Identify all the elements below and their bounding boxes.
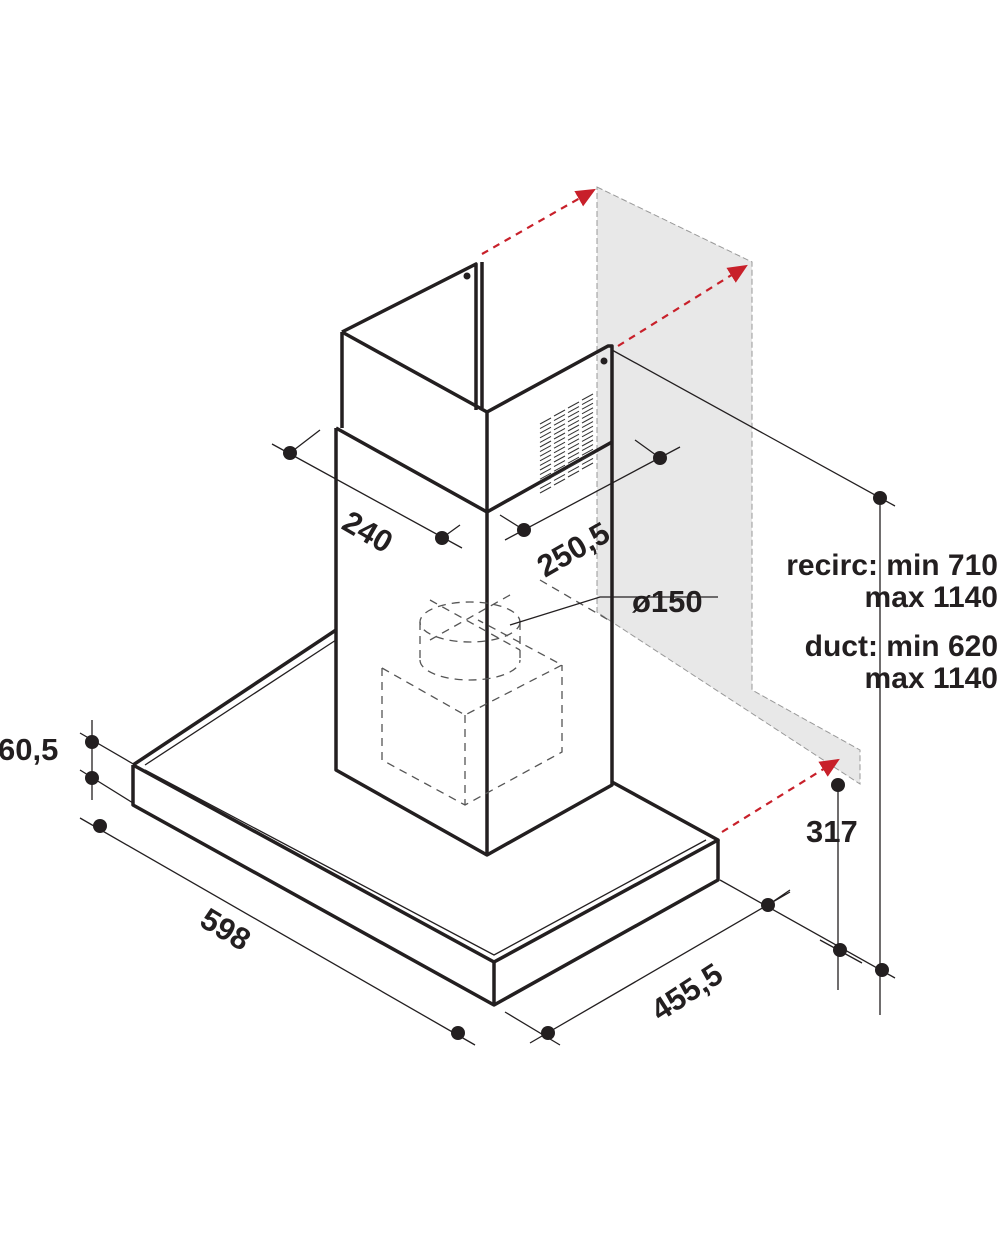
dimension-chimney-width: 240 bbox=[337, 504, 399, 560]
grille-slat bbox=[553, 432, 566, 440]
grille-slat bbox=[539, 481, 552, 489]
wall-panel bbox=[596, 186, 861, 785]
grille-slat bbox=[581, 402, 594, 410]
grille-slat bbox=[581, 434, 594, 442]
grille-slat bbox=[539, 449, 552, 457]
grille-slat bbox=[581, 430, 594, 438]
duct-height-line1: duct: min 620 bbox=[805, 630, 998, 663]
hidden-motor-outline bbox=[381, 579, 613, 806]
dimension-lines bbox=[79, 349, 896, 1046]
grille-slat bbox=[567, 415, 580, 423]
dimension-hood-depth: 455,5 bbox=[645, 956, 729, 1028]
grille-slat bbox=[567, 447, 580, 455]
recirc-height-line2: max 1140 bbox=[865, 581, 998, 614]
dimension-hood-width: 598 bbox=[194, 901, 256, 958]
grille-slat bbox=[553, 437, 566, 445]
grille-slat bbox=[553, 441, 566, 449]
grille-slat bbox=[567, 461, 580, 469]
grille-slat bbox=[581, 457, 594, 465]
grille-slat bbox=[567, 465, 580, 473]
duct-height-line2: max 1140 bbox=[865, 662, 998, 695]
grille-slat bbox=[553, 427, 566, 435]
grille-slat bbox=[553, 409, 566, 417]
grille-slat bbox=[553, 473, 566, 481]
grille-slat bbox=[567, 470, 580, 478]
grille-slat bbox=[581, 398, 594, 406]
grille-slat bbox=[581, 421, 594, 429]
screw-hole bbox=[600, 357, 608, 365]
grille-slat bbox=[553, 450, 566, 458]
grille-slat bbox=[553, 446, 566, 454]
grille-slat bbox=[581, 416, 594, 424]
grille-slat bbox=[539, 477, 552, 485]
grille-slat bbox=[553, 418, 566, 426]
grille-slat bbox=[553, 455, 566, 463]
grille-slat bbox=[567, 401, 580, 409]
grille-slat bbox=[581, 393, 594, 401]
grille-slat bbox=[553, 460, 566, 468]
grille-slat bbox=[567, 424, 580, 432]
vent-grille bbox=[539, 393, 594, 494]
grille-slat bbox=[567, 452, 580, 460]
grille-slat bbox=[581, 411, 594, 419]
grille-slat bbox=[581, 453, 594, 461]
grille-slat bbox=[581, 425, 594, 433]
grille-slat bbox=[553, 464, 566, 472]
grille-slat bbox=[539, 445, 552, 453]
grille-slat bbox=[539, 422, 552, 430]
grille-slat bbox=[539, 463, 552, 471]
grille-slat bbox=[581, 448, 594, 456]
grille-slat bbox=[553, 414, 566, 422]
grille-slat bbox=[539, 468, 552, 476]
grille-slat bbox=[567, 419, 580, 427]
grille-slat bbox=[581, 439, 594, 447]
grille-slat bbox=[539, 440, 552, 448]
grille-slat bbox=[539, 417, 552, 425]
grille-slat bbox=[567, 410, 580, 418]
grille-slat bbox=[539, 454, 552, 462]
chimney-lower bbox=[334, 426, 614, 857]
grille-slat bbox=[539, 426, 552, 434]
grille-slat bbox=[581, 444, 594, 452]
grille-slat bbox=[539, 486, 552, 494]
screw-hole bbox=[463, 272, 471, 280]
chimney-upper bbox=[340, 262, 614, 512]
grille-slat bbox=[539, 472, 552, 480]
hood-canopy bbox=[131, 628, 720, 1007]
grille-slat bbox=[539, 458, 552, 466]
grille-slat bbox=[553, 469, 566, 477]
grille-slat bbox=[567, 429, 580, 437]
grille-slat bbox=[539, 435, 552, 443]
wall-mount-arrows bbox=[481, 188, 840, 833]
grille-slat bbox=[567, 456, 580, 464]
grille-slat bbox=[567, 438, 580, 446]
grille-slat bbox=[581, 407, 594, 415]
grille-slat bbox=[567, 442, 580, 450]
dimension-back-height: 317 bbox=[806, 814, 858, 849]
grille-slat bbox=[567, 433, 580, 441]
dimension-outlet-diameter: ø150 bbox=[632, 584, 703, 619]
grille-slat bbox=[539, 431, 552, 439]
grille-slat bbox=[581, 462, 594, 470]
grille-slat bbox=[567, 406, 580, 414]
recirc-height-line1: recirc: min 710 bbox=[786, 549, 998, 582]
grille-slat bbox=[553, 478, 566, 486]
dimension-hood-height: 60,5 bbox=[0, 732, 58, 767]
grille-slat bbox=[553, 423, 566, 431]
